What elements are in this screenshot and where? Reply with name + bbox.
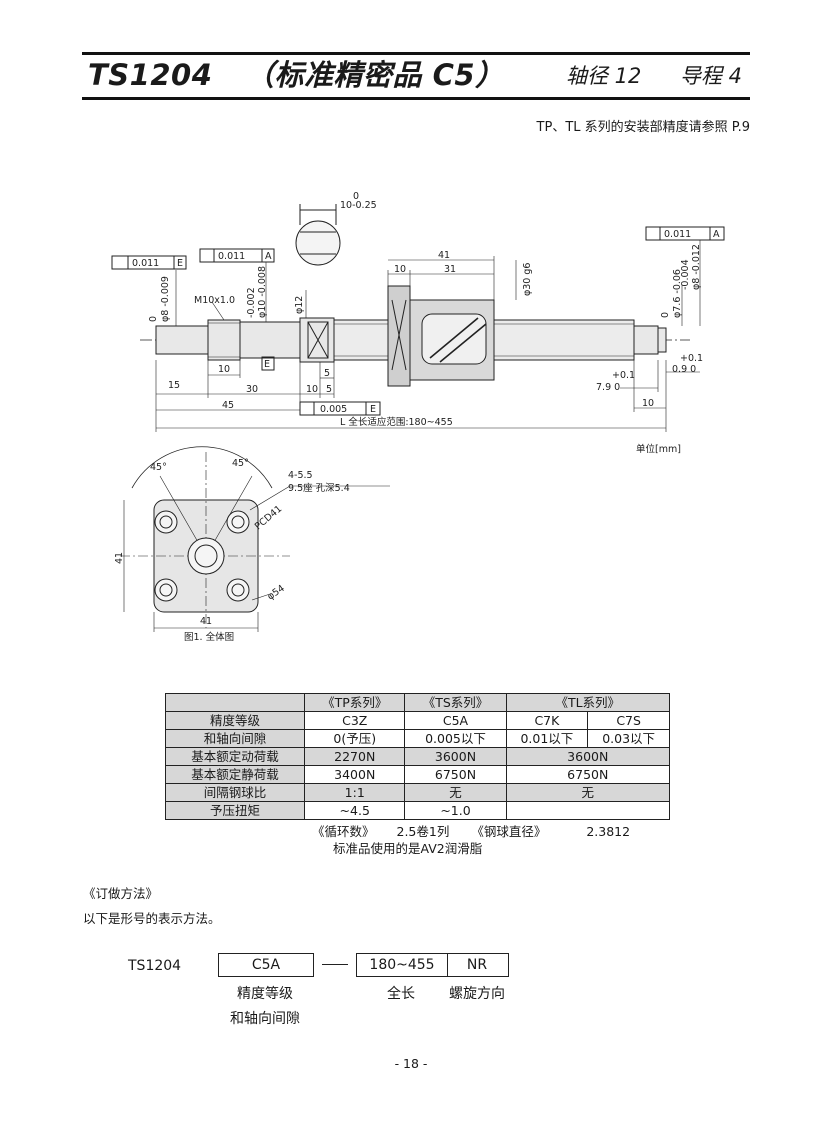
grease-note: 标准品使用的是AV2润滑脂 xyxy=(333,841,483,856)
dim-45: 45 xyxy=(222,400,234,411)
phi8-right-tol: -0.004 xyxy=(680,259,691,290)
tol-090: 0.9 0 xyxy=(672,364,696,375)
dim-10: 10 xyxy=(394,264,406,275)
length-label: 全长 xyxy=(387,986,415,1002)
model-name: TS1204 xyxy=(88,58,213,92)
table-row: 予压扭矩 ~4.5 ~1.0 xyxy=(165,801,671,820)
table-footnote: 《循环数》 2.5卷1列 《钢球直径》 2.3812 xyxy=(312,821,648,840)
phi54-label: φ54 xyxy=(265,583,286,603)
spec-table: 《TP系列》 《TS系列》 《TL系列》 精度等级 C3Z C5A C7K C7… xyxy=(165,693,671,820)
ball-label: 《钢球直径》 xyxy=(471,824,547,839)
dim-10c: 10 xyxy=(306,384,318,395)
grade-label: 精度等级 xyxy=(237,986,293,1002)
unit-label: 单位[mm] xyxy=(636,443,681,455)
angle-45-right: 45° xyxy=(232,458,249,469)
dim-41: 41 xyxy=(438,250,450,261)
datum-e: E xyxy=(264,359,270,370)
dim-5b: 5 xyxy=(324,368,330,379)
header-tp: 《TP系列》 xyxy=(303,693,406,712)
ball-screw-drawing: 0 10-0.25 M10x1.0 41 10 31 15 30 10 10 5… xyxy=(111,191,725,643)
table-row: 和轴向间隙 0(予压) 0.005以下 0.01以下 0.03以下 xyxy=(165,729,670,748)
phi76: φ7.6 -0.06 xyxy=(672,269,683,318)
angle-45-left: 45° xyxy=(150,462,167,473)
tol1-value: 0.011 xyxy=(132,258,159,269)
order-section-title: 《订做方法》 xyxy=(83,886,159,901)
dim-30: 30 xyxy=(246,384,258,395)
ball-value: 2.3812 xyxy=(586,824,631,839)
bottom-rule xyxy=(82,97,750,100)
flat-tol: 10-0.25 xyxy=(340,200,377,211)
lead: 导程 4 xyxy=(680,64,743,88)
tol3-ref: A xyxy=(713,229,720,240)
phi8-left: φ8 -0.009 xyxy=(160,276,171,322)
circuit-label: 《循环数》 xyxy=(312,824,375,839)
dim-10d: 10 xyxy=(642,398,654,409)
page-number: - 18 - xyxy=(394,1056,428,1071)
table-row: 基本额定动荷载 2270N 3600N 3600N xyxy=(165,747,671,766)
order-model-code: TS1204 xyxy=(128,958,182,974)
order-description: 以下是形号的表示方法。 xyxy=(83,911,221,926)
tol4-ref: E xyxy=(370,404,376,415)
shaft-diameter: 轴径 12 xyxy=(566,64,642,88)
top-rule xyxy=(82,52,750,55)
table-row: 间隔钢球比 1:1 无 无 xyxy=(165,783,671,802)
flange-view xyxy=(120,446,390,632)
phi8-left-zero: 0 xyxy=(148,316,159,322)
flange-bottom-dim: 41 xyxy=(200,616,212,627)
dim-10b: 10 xyxy=(218,364,230,375)
length-range: L 全长适应范围:180~455 xyxy=(340,416,453,428)
reference-note: TP、TL 系列的安装部精度请参照 P.9 xyxy=(536,120,750,135)
table-row: 基本额定静荷载 3400N 6750N 6750N xyxy=(165,765,671,784)
length-code-box: 180~455 xyxy=(356,953,448,977)
phi10-tol: -0.002 xyxy=(246,287,257,318)
flat-tol-top: 0 xyxy=(353,191,359,202)
thread-label: M10x1.0 xyxy=(194,295,235,306)
grade-title: （标准精密品 C5） xyxy=(245,58,505,92)
figure-caption: 图1. 全体图 xyxy=(184,631,234,643)
code-separator xyxy=(322,964,348,965)
phi76-zero: 0 xyxy=(660,312,671,318)
tol4-value: 0.005 xyxy=(320,404,347,415)
tol3-value: 0.011 xyxy=(664,229,691,240)
phi8-right: φ8 -0.012 xyxy=(691,244,702,290)
dim-15: 15 xyxy=(168,380,180,391)
direction-label: 螺旋方向 xyxy=(449,986,505,1002)
table-row: 精度等级 C3Z C5A C7K C7S xyxy=(165,711,670,730)
clearance-label: 和轴向间隙 xyxy=(230,1011,300,1027)
phi12: φ12 xyxy=(294,296,305,314)
header-tl: 《TL系列》 xyxy=(505,693,671,712)
hole-note-1: 4-5.5 xyxy=(288,470,313,481)
page-title: TS1204 （标准精密品 C5） xyxy=(88,52,505,94)
dim-5: 5 xyxy=(326,384,332,395)
circuit-value: 2.5卷1列 xyxy=(396,824,450,839)
tol2-ref: A xyxy=(265,251,272,262)
tol2-value: 0.011 xyxy=(218,251,245,262)
direction-code-box: NR xyxy=(446,953,509,977)
tol-plus01: +0.1 xyxy=(612,370,635,381)
dim-31: 31 xyxy=(444,264,456,275)
header-ts: 《TS系列》 xyxy=(404,693,507,712)
tol-790: 7.9 0 xyxy=(596,382,620,393)
tol-plus01b: +0.1 xyxy=(680,353,703,364)
phi30-g6: φ30 g6 xyxy=(522,263,533,296)
flange-side-dim: 41 xyxy=(114,552,125,564)
grade-code-box: C5A xyxy=(218,953,314,977)
phi10: φ10 -0.008 xyxy=(257,266,268,318)
tol1-ref: E xyxy=(177,258,183,269)
hole-note-2: 9.5座 孔深5.4 xyxy=(288,482,350,494)
table-corner xyxy=(165,693,305,712)
